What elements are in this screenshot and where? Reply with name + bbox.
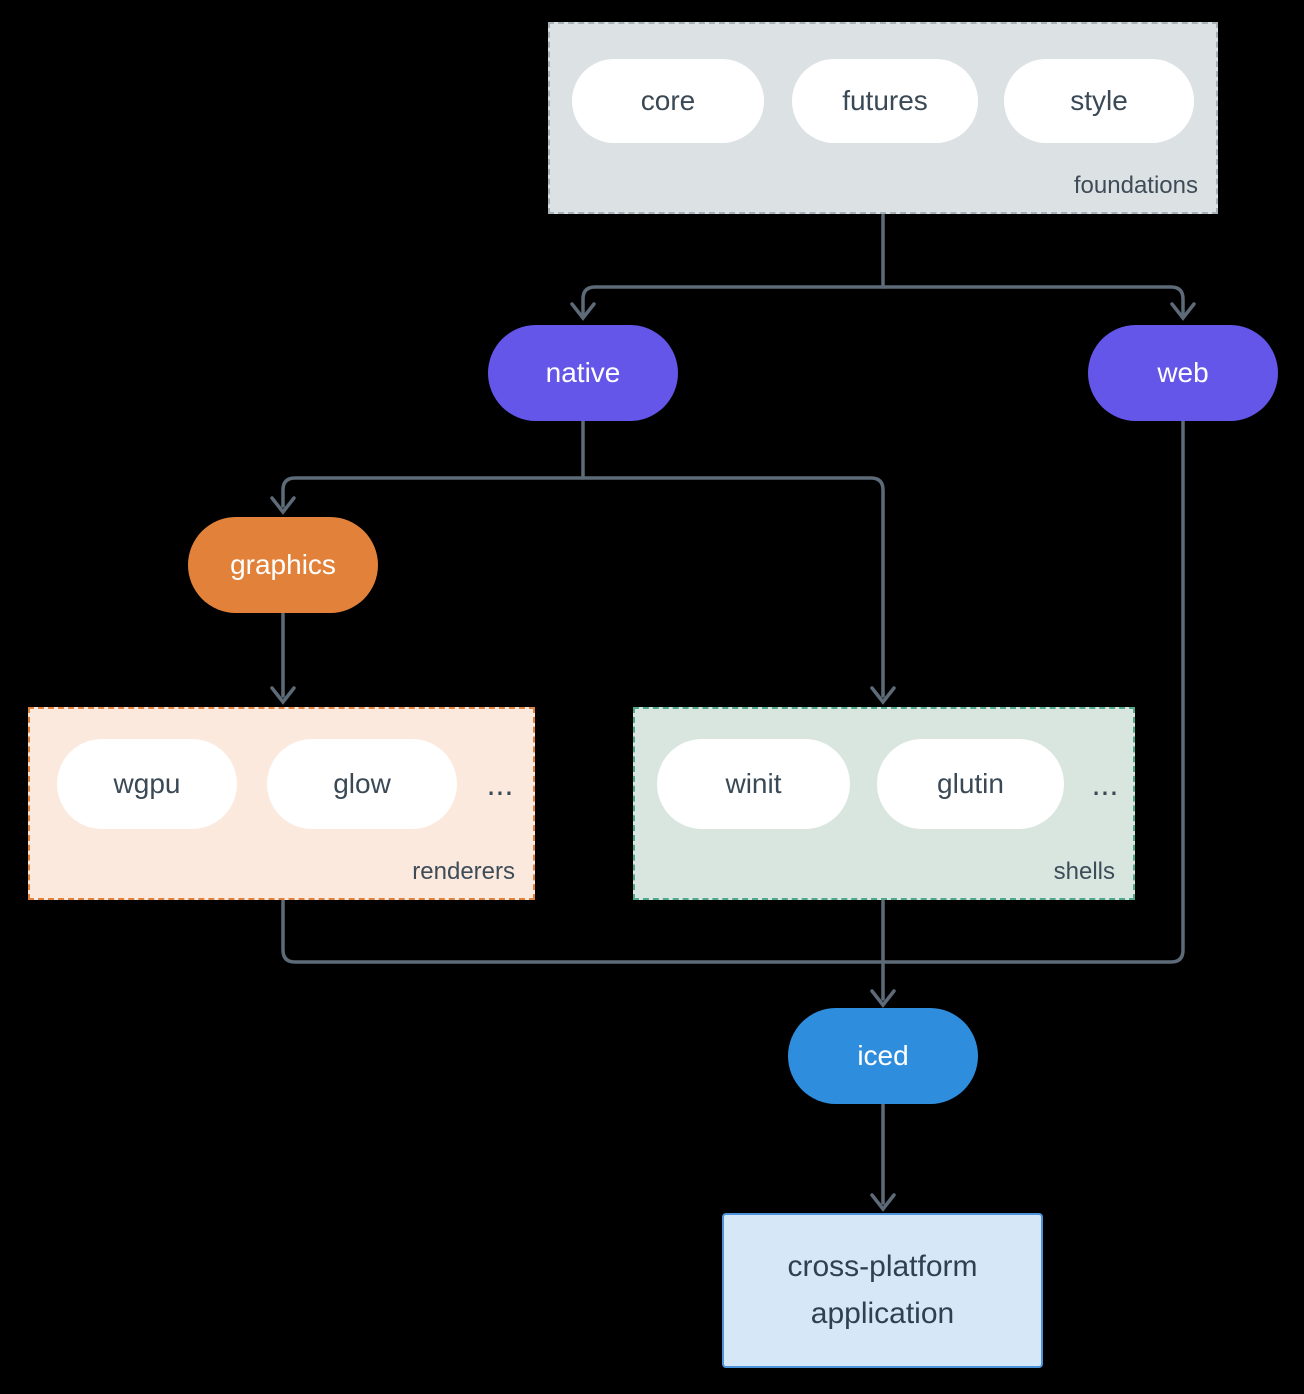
arrow-down-icon (870, 686, 896, 705)
node-wgpu: wgpu (57, 739, 237, 829)
arrow-down-icon (270, 686, 296, 705)
shells-group: winit glutin ... shells (633, 707, 1135, 900)
foundations-group: core futures style foundations (548, 22, 1218, 214)
node-graphics: graphics (188, 517, 378, 613)
connector-renderers-merge (281, 899, 885, 964)
renderers-group: wgpu glow ... renderers (28, 707, 535, 900)
shells-ellipsis: ... (1091, 765, 1119, 802)
renderers-label: renderers (412, 858, 515, 885)
connector-foundations-split (581, 285, 1185, 318)
node-cross-platform-application: cross-platform application (722, 1213, 1043, 1368)
arrow-down-icon (870, 1193, 896, 1212)
node-futures: futures (792, 59, 978, 143)
node-winit: winit (657, 739, 850, 829)
arrow-down-icon (1170, 302, 1196, 321)
node-web: web (1088, 325, 1278, 421)
node-native: native (488, 325, 678, 421)
renderers-ellipsis: ... (486, 765, 514, 802)
foundations-label: foundations (1073, 172, 1198, 199)
node-iced: iced (788, 1008, 978, 1104)
shells-label: shells (1053, 858, 1115, 885)
arrow-down-icon (870, 989, 896, 1008)
connector-web-merge (881, 419, 1185, 964)
connector-native-split (281, 476, 885, 698)
node-style: style (1004, 59, 1194, 143)
node-core: core (572, 59, 764, 143)
node-glow: glow (267, 739, 457, 829)
node-glutin: glutin (877, 739, 1064, 829)
arrow-down-icon (270, 496, 296, 515)
arrow-down-icon (570, 302, 596, 321)
